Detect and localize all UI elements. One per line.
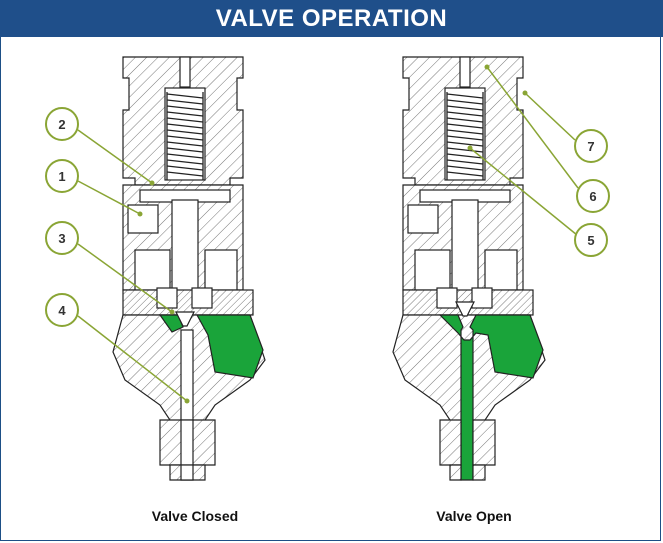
valve-closed-seat-right	[191, 287, 213, 309]
callout-1-label: 1	[58, 169, 65, 184]
callout-4-label: 4	[58, 303, 66, 318]
valve-open-stem-channel	[451, 199, 479, 296]
valve-open-nipple-tip	[449, 464, 462, 481]
valve-open-spring-cavity	[444, 87, 486, 181]
valve-closed-stem-slot	[179, 56, 191, 88]
callout-6-circle	[576, 179, 610, 213]
valve-closed-stem-channel	[171, 199, 199, 296]
callout-4-circle	[45, 293, 79, 327]
valve-diagram: 2 1 3 4 7 6 5	[45, 56, 610, 481]
valve-closed-side-port	[127, 204, 159, 234]
callout-7-label: 7	[587, 139, 594, 154]
valve-open-stem-slot	[459, 56, 471, 88]
header-title: VALVE OPERATION	[0, 0, 663, 37]
valve-closed-seat-left	[156, 287, 178, 309]
callouts-left: 2 1 3 4	[45, 107, 190, 404]
valve-open-lower-chamber	[414, 249, 451, 291]
valve-closed-drawing	[112, 56, 266, 481]
valve-open-side-port	[407, 204, 439, 234]
valve-closed-seat-band	[122, 289, 254, 316]
callout-3-circle	[45, 221, 79, 255]
callout-6-label: 6	[589, 189, 596, 204]
valve-open-seat-right	[471, 287, 493, 309]
valve-closed-green-pocket	[195, 314, 264, 379]
valve-closed-spring	[166, 92, 204, 180]
valve-closed-stem-tip	[175, 311, 195, 327]
valve-open-nipple-right	[472, 419, 496, 466]
callout-7-circle	[574, 129, 608, 163]
valve-open-nipple	[439, 419, 462, 466]
callout-2-label: 2	[58, 117, 65, 132]
callout-5-circle	[574, 223, 608, 257]
valve-closed-lower-chamber-right	[204, 249, 238, 291]
callout-1-circle	[45, 159, 79, 193]
callout-2-circle	[45, 107, 79, 141]
caption-valve-closed: Valve Closed	[151, 508, 239, 524]
valve-open-seat-left	[436, 287, 458, 309]
callouts-right: 7 6 5	[467, 64, 610, 257]
valve-closed-lower-chamber	[134, 249, 171, 291]
caption-valve-open: Valve Open	[436, 508, 512, 524]
valve-closed-green-seal	[158, 314, 184, 333]
valve-open-green-flow	[438, 314, 544, 481]
valve-open-stem-tip	[455, 301, 475, 317]
valve-open-lower-chamber-right	[484, 249, 518, 291]
valve-open-spring	[446, 92, 484, 180]
callout-3-label: 3	[58, 231, 65, 246]
callout-5-label: 5	[587, 233, 594, 248]
valve-open-drawing	[392, 56, 546, 481]
